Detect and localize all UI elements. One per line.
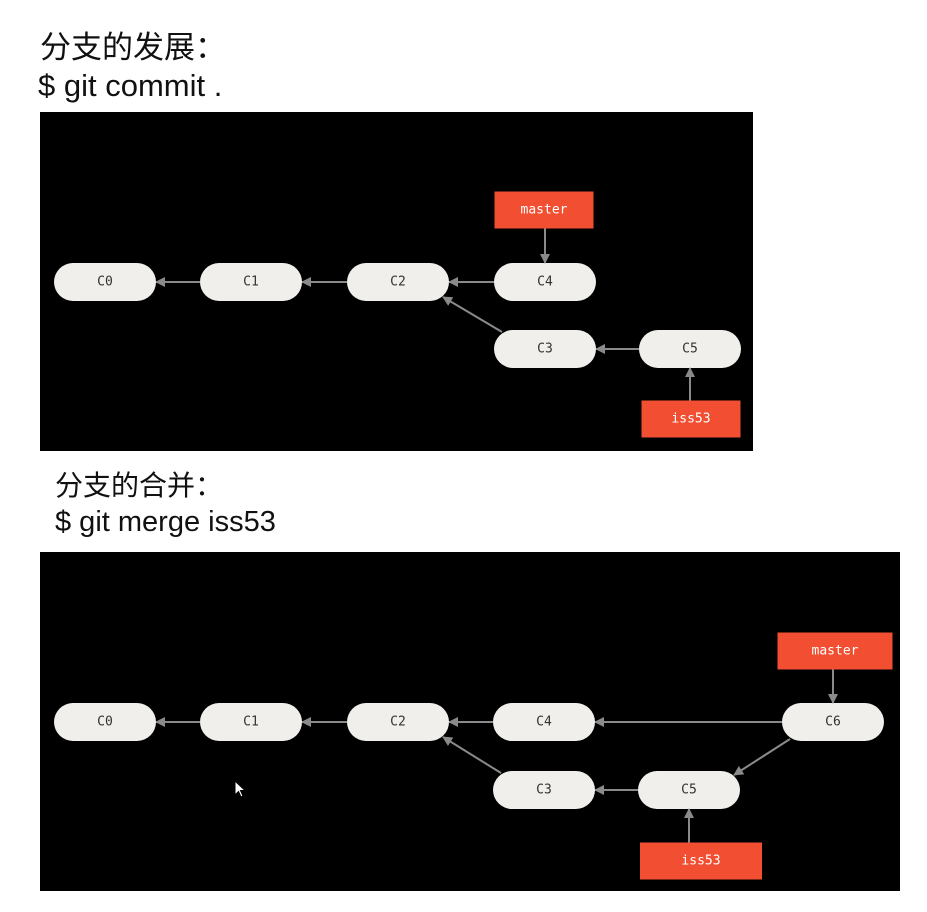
commit-label: C1 (243, 275, 259, 290)
commit-label: C5 (681, 783, 697, 798)
commit-node-C4: C4 (493, 703, 595, 741)
branch-label-iss53: iss53 (640, 842, 762, 880)
command-git-merge: $ git merge iss53 (55, 506, 276, 538)
commit-node-C2: C2 (347, 263, 449, 301)
commit-node-C5: C5 (639, 330, 741, 368)
commit-node-C2: C2 (347, 703, 449, 741)
edge-C6-to-C5 (733, 738, 791, 776)
branch-name: master (812, 644, 859, 659)
commit-node-C1: C1 (200, 703, 302, 741)
commit-label: C2 (390, 715, 406, 730)
commit-label: C3 (536, 783, 552, 798)
commit-label: C3 (537, 342, 553, 357)
section-title-branch-development: 分支的发展： (40, 30, 226, 66)
commit-label: C1 (243, 715, 259, 730)
command-git-commit: $ git commit . (38, 68, 223, 103)
commit-node-C4: C4 (494, 263, 596, 301)
branch-name: master (521, 203, 568, 218)
commit-label: C4 (537, 275, 553, 290)
commit-label: C6 (825, 715, 841, 730)
commit-node-C6: C6 (782, 703, 884, 741)
commit-label: C2 (390, 275, 406, 290)
commit-node-C3: C3 (494, 330, 596, 368)
commit-label: C4 (536, 715, 552, 730)
commit-node-C0: C0 (54, 703, 156, 741)
edge-C3-to-C2 (442, 736, 502, 774)
section-title-branch-merge: 分支的合并： (55, 469, 224, 502)
commit-label: C0 (97, 715, 113, 730)
commit-label: C5 (682, 342, 698, 357)
commit-node-C1: C1 (200, 263, 302, 301)
commit-label: C0 (97, 275, 113, 290)
branch-label-master: master (777, 632, 893, 670)
commit-node-C5: C5 (638, 771, 740, 809)
branch-label-master: master (494, 191, 594, 229)
edge-C3-to-C2 (442, 296, 503, 333)
commit-node-C3: C3 (493, 771, 595, 809)
mouse-cursor-icon (234, 780, 247, 798)
branch-label-iss53: iss53 (641, 400, 741, 438)
commit-node-C0: C0 (54, 263, 156, 301)
branch-name: iss53 (681, 854, 720, 869)
branch-name: iss53 (671, 412, 710, 427)
